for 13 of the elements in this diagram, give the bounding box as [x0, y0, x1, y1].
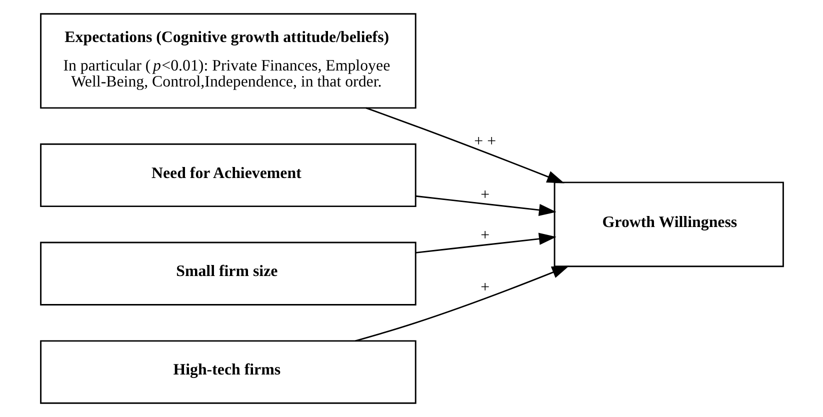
- edge-label: + +: [474, 132, 496, 150]
- arrow: [415, 232, 556, 254]
- arrow: [365, 107, 564, 184]
- edge-label: +: [480, 279, 490, 296]
- node-box: High-tech firms: [40, 340, 416, 404]
- edge-label: +: [480, 227, 490, 244]
- edge-label: +: [480, 186, 490, 204]
- node-box: Expectations (Cognitive growth attitude/beliefs) In particular (p<0.01): Private Finances, Employee Well-Being, Control,Independence, in that order.: [40, 13, 416, 109]
- node-box: Small firm size: [40, 242, 416, 306]
- arrow: [415, 195, 556, 216]
- node-box: Need for Achievement: [40, 143, 416, 208]
- node-box: Growth Willingness: [553, 182, 784, 268]
- arrow: [354, 266, 569, 342]
